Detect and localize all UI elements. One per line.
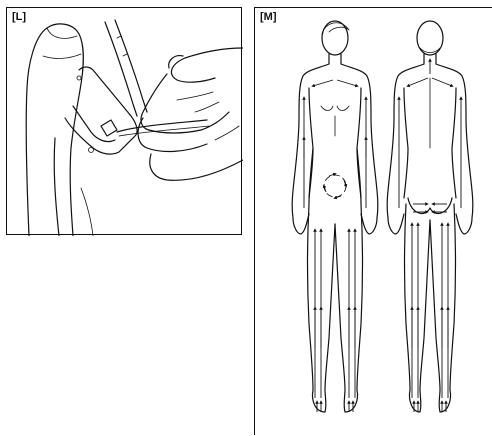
figure-m-panel: [M] <box>254 7 492 435</box>
figure-l-panel: [L] <box>6 7 242 235</box>
hand-holding-device-icon <box>7 8 243 236</box>
back-body-figure <box>387 21 473 412</box>
front-body-figure <box>292 21 378 412</box>
body-massage-direction-icon <box>255 8 492 436</box>
